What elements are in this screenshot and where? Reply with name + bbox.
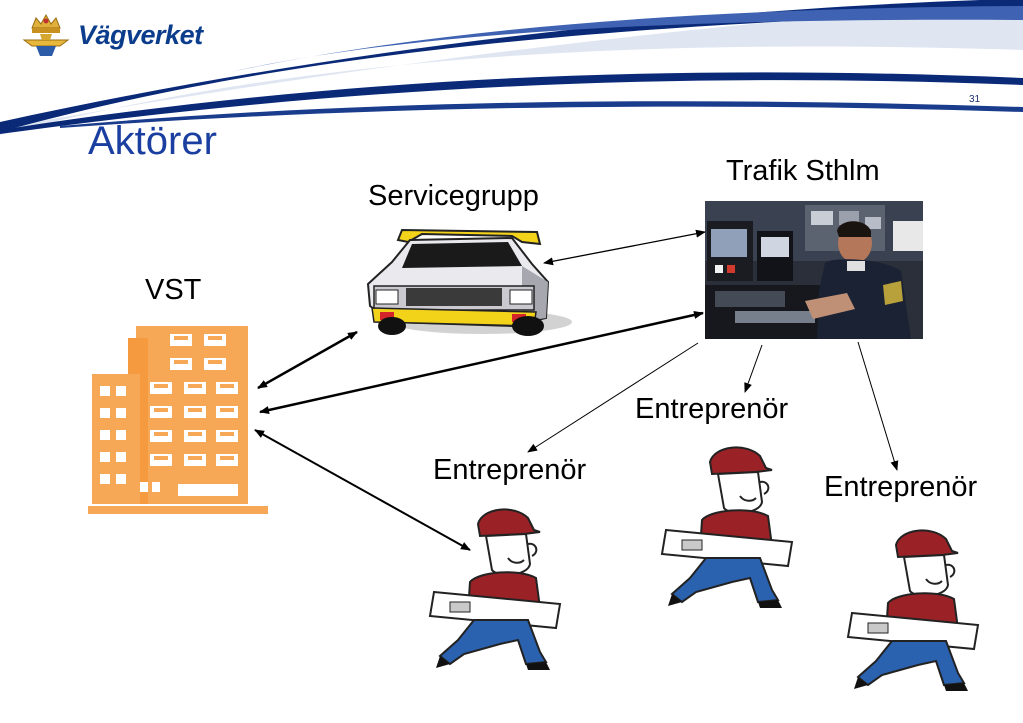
header-banner xyxy=(0,0,1023,135)
label-entreprenor-right: Entreprenör xyxy=(824,471,978,503)
logo-wordmark: Vägverket xyxy=(78,19,203,50)
crown-emblem-icon xyxy=(22,13,70,56)
arrow-vst-trafik xyxy=(259,311,704,414)
arrow-trafik-entreprenor-left xyxy=(527,342,699,453)
arrow-trafik-entreprenor-right xyxy=(857,341,899,471)
arrow-vst-servicegrupp xyxy=(257,330,358,390)
label-servicegrupp: Servicegrupp xyxy=(368,180,539,212)
arrow-trafik-entreprenor-middle xyxy=(744,344,763,393)
worker-middle-icon xyxy=(660,446,794,608)
vagverket-logo: Vägverket xyxy=(22,12,203,58)
slide-number: 31 xyxy=(969,94,981,105)
arrow-servicegrupp-trafik xyxy=(543,229,706,266)
vst-building-icon xyxy=(88,326,268,514)
worker-right-icon xyxy=(846,529,980,691)
label-vst: VST xyxy=(145,274,202,306)
label-trafik-sthlm: Trafik Sthlm xyxy=(726,155,880,187)
slide-title: Aktörer xyxy=(88,119,217,163)
worker-left-icon xyxy=(428,508,562,670)
arrow-vst-entreprenor xyxy=(254,429,471,551)
traffic-center-photo xyxy=(705,201,923,339)
